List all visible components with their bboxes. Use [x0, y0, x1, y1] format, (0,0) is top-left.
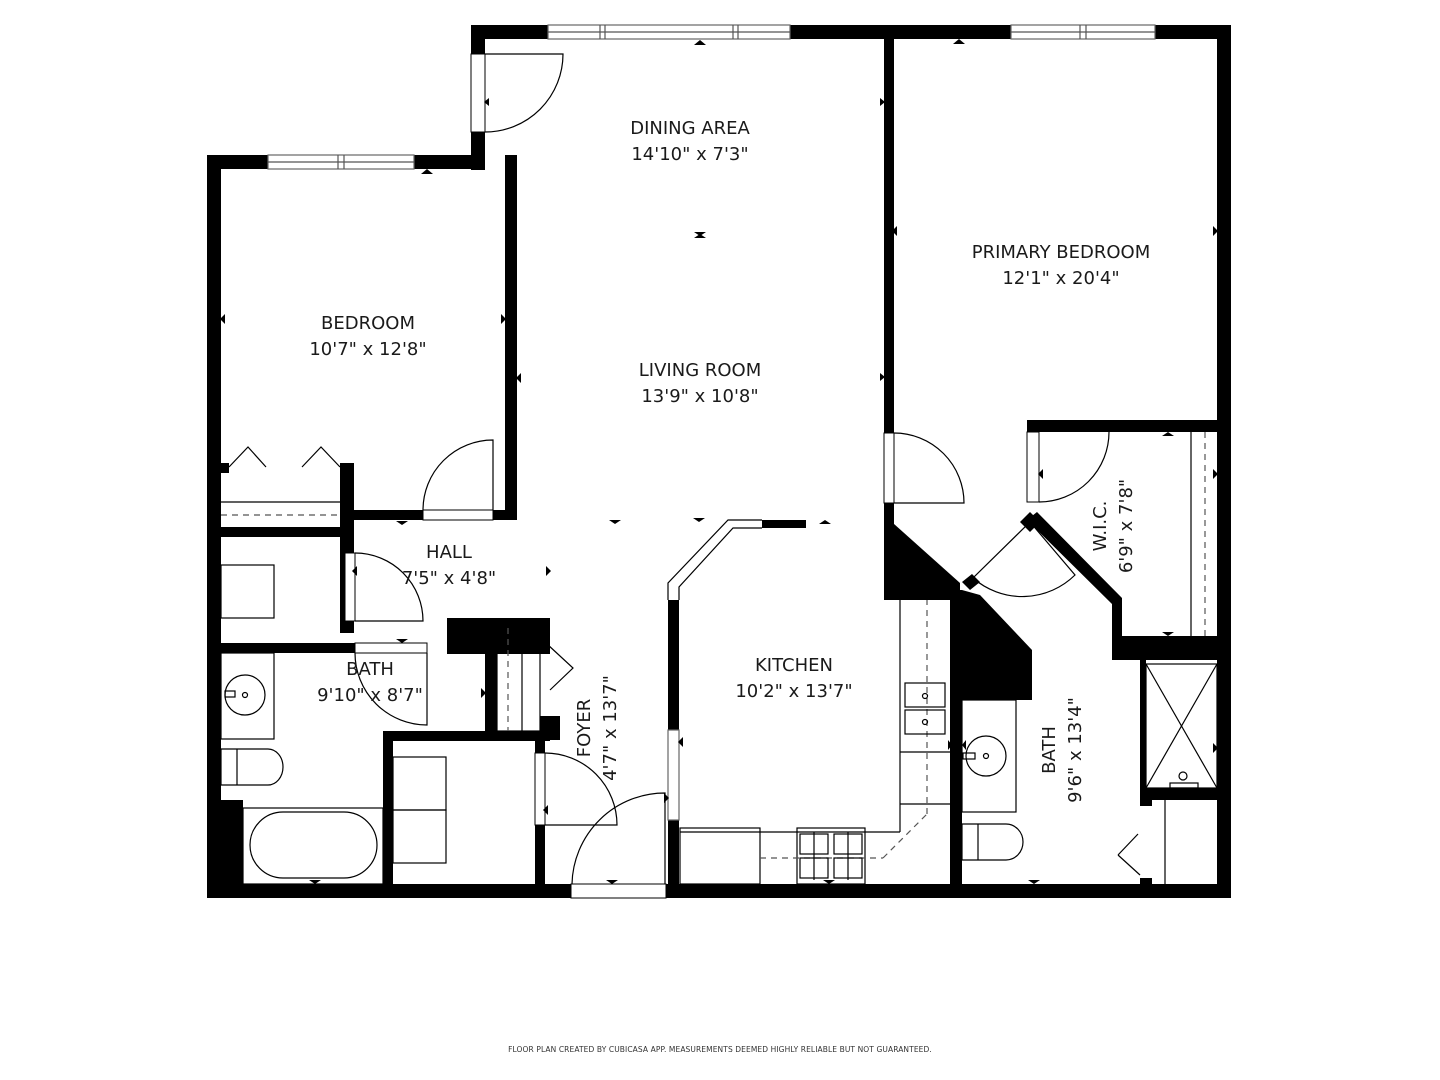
room-label-wic: W.I.C. 6'9" x 7'8": [1090, 479, 1137, 573]
svg-text:PRIMARY BEDROOM: PRIMARY BEDROOM: [972, 242, 1151, 263]
svg-text:BATH: BATH: [346, 659, 394, 680]
svg-text:LIVING ROOM: LIVING ROOM: [639, 360, 761, 381]
svg-text:BEDROOM: BEDROOM: [321, 313, 415, 334]
svg-text:FOYER: FOYER: [574, 699, 595, 757]
doors: [228, 53, 1141, 899]
svg-text:10'7" x 12'8": 10'7" x 12'8": [309, 339, 426, 360]
fixtures: [220, 432, 1218, 885]
room-label-living-room: LIVING ROOM 13'9" x 10'8": [639, 360, 761, 407]
wall-markers: [220, 39, 1218, 884]
svg-text:BATH: BATH: [1039, 726, 1060, 774]
svg-text:13'9" x 10'8": 13'9" x 10'8": [641, 386, 758, 407]
room-label-bedroom: BEDROOM 10'7" x 12'8": [309, 313, 426, 360]
room-label-primary-bedroom: PRIMARY BEDROOM 12'1" x 20'4": [972, 242, 1151, 289]
room-label-kitchen: KITCHEN 10'2" x 13'7": [735, 655, 852, 702]
windows: [267, 24, 1156, 821]
svg-text:W.I.C.: W.I.C.: [1090, 501, 1111, 552]
room-label-dining-area: DINING AREA 14'10" x 7'3": [630, 118, 750, 165]
svg-text:KITCHEN: KITCHEN: [755, 655, 833, 676]
disclaimer-text: FLOOR PLAN CREATED BY CUBICASA APP. MEAS…: [508, 1045, 932, 1054]
svg-text:12'1" x 20'4": 12'1" x 20'4": [1002, 268, 1119, 289]
svg-text:14'10" x 7'3": 14'10" x 7'3": [631, 144, 748, 165]
svg-text:7'5" x 4'8": 7'5" x 4'8": [402, 568, 496, 589]
stove-icon: [799, 832, 863, 880]
svg-text:9'6" x 13'4": 9'6" x 13'4": [1065, 697, 1086, 803]
room-label-primary-bath: BATH 9'6" x 13'4": [1039, 697, 1086, 803]
svg-text:HALL: HALL: [426, 542, 472, 563]
svg-text:6'9" x 7'8": 6'9" x 7'8": [1116, 479, 1137, 573]
room-label-foyer: FOYER 4'7" x 13'7": [574, 675, 621, 781]
room-label-bath: BATH 9'10" x 8'7": [317, 659, 423, 706]
room-label-hall: HALL 7'5" x 4'8": [402, 542, 496, 589]
svg-text:10'2" x 13'7": 10'2" x 13'7": [735, 681, 852, 702]
svg-text:4'7" x 13'7": 4'7" x 13'7": [600, 675, 621, 781]
walls: [207, 25, 1231, 898]
svg-text:DINING AREA: DINING AREA: [630, 118, 750, 139]
svg-text:9'10" x 8'7": 9'10" x 8'7": [317, 685, 423, 706]
